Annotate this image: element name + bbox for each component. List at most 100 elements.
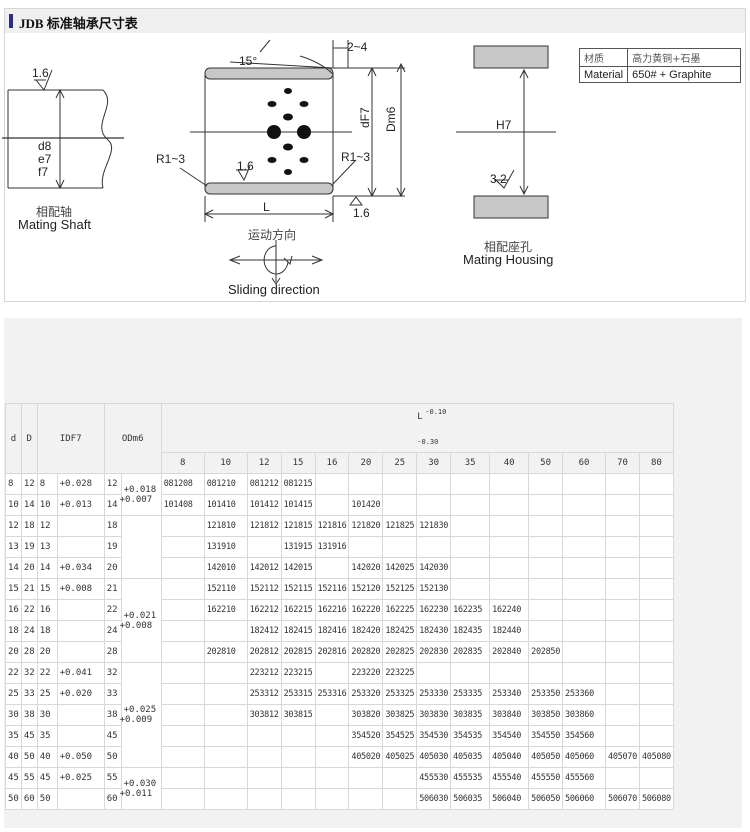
cell-part-code [562,620,607,642]
cell-part-code: 354525 [382,725,418,747]
cell-id-tolerance: +0.020 [56,683,105,705]
cell-part-code: 405060 [562,746,607,768]
cell-part-code [605,494,640,516]
cell-part-code: 202820 [348,641,384,663]
page-title: JDB 标准轴承尺寸表 [19,16,138,31]
cell-part-code [638,641,674,663]
cell-part-code: 354520 [348,725,384,747]
cell-od: 24 [103,620,122,642]
cell-part-code: 121830 [416,515,452,537]
cell-part-code [314,788,350,810]
cell-id-tolerance [56,788,105,810]
cell-od: 38 [103,704,122,726]
cell-part-code [450,515,491,537]
material-row-zh: 材质 高力黄铜+石墨 [578,48,742,67]
cell-part-code: 121816 [314,515,350,537]
cell-part-code [489,662,530,684]
cell-part-code [489,494,530,516]
cell-part-code [160,788,205,810]
header-idf7: IDF7 [36,403,105,474]
material-label-zh: 材质 [578,48,629,67]
cell-part-code [416,473,452,495]
cell-part-code [203,767,248,789]
cell-part-code: 081208 [160,473,205,495]
cell-part-code: 152120 [348,578,384,600]
cell-part-code: 506035 [450,788,491,810]
cell-part-code [528,494,564,516]
cell-part-code [382,767,418,789]
cell-part-code [528,515,564,537]
header-L-label: L [417,412,423,422]
sliding-caption-en: Sliding direction [228,282,320,297]
title-bar: JDB 标准轴承尺寸表 [5,9,745,33]
cell-id: 15 [36,578,58,600]
cell-od: 19 [103,536,122,558]
cell-part-code: 405070 [605,746,640,768]
cell-part-code [605,599,640,621]
cell-part-code: 131916 [314,536,350,558]
cell-id: 22 [36,662,58,684]
cell-part-code [638,662,674,684]
cell-id: 10 [36,494,58,516]
sliding-direction-arrows [228,240,324,285]
cell-part-code [246,746,282,768]
cell-part-code [280,767,316,789]
cell-part-code: 162215 [280,599,316,621]
cell-part-code: 223215 [280,662,316,684]
cell-part-code: 152116 [314,578,350,600]
header-L-15: 15 [280,452,316,474]
cell-part-code: 405040 [489,746,530,768]
header-L-20: 20 [348,452,384,474]
cell-part-code [638,536,674,558]
od-tolerance-upper: +0.030 [123,778,157,789]
cell-part-code [314,746,350,768]
cell-part-code: 354540 [489,725,530,747]
cell-part-code [605,683,640,705]
outer-roughness-label: 1.6 [353,206,370,220]
cell-part-code: 152115 [280,578,316,600]
mating-housing-drawing [456,45,556,219]
cell-id: 12 [36,515,58,537]
cell-part-code: 142010 [203,557,248,579]
cell-part-code: 202812 [246,641,282,663]
cell-part-code: 303860 [562,704,607,726]
cell-part-code [638,557,674,579]
cell-od: 22 [103,599,122,621]
cell-part-code [382,494,418,516]
cell-part-code: 506050 [528,788,564,810]
header-L-upper-tol: -0.10 [425,408,447,416]
cell-part-code [605,662,640,684]
cell-id: 50 [36,788,58,810]
cell-id: 13 [36,536,58,558]
cell-part-code [528,536,564,558]
cell-d: 8 [5,473,22,495]
cell-part-code: 101415 [280,494,316,516]
header-L-group: L -0.10 -0.30 [160,403,674,453]
od-tolerance-lower: +0.011 [119,788,153,799]
cell-id-tolerance [56,536,105,558]
cell-part-code [246,767,282,789]
cell-part-code: 354530 [416,725,452,747]
housing-caption-zh: 相配座孔 [484,240,533,254]
cell-part-code [605,557,640,579]
cell-part-code [160,662,205,684]
header-odm6: ODm6 [103,403,162,474]
cell-part-code: 405030 [416,746,452,768]
cell-part-code: 202810 [203,641,248,663]
cell-part-code: 131910 [203,536,248,558]
cell-part-code: 142030 [416,557,452,579]
od-tolerance-lower: +0.009 [119,715,153,725]
cell-part-code [638,473,674,495]
cell-part-code [638,494,674,516]
cell-part-code [246,788,282,810]
cell-D: 60 [20,788,38,810]
cell-id: 16 [36,599,58,621]
cell-d: 45 [5,767,22,789]
cell-part-code [382,473,418,495]
cell-D: 21 [20,578,38,600]
cell-D: 50 [20,746,38,768]
cell-od-tolerance: +0.025+0.009 [119,662,162,768]
cell-part-code [280,788,316,810]
